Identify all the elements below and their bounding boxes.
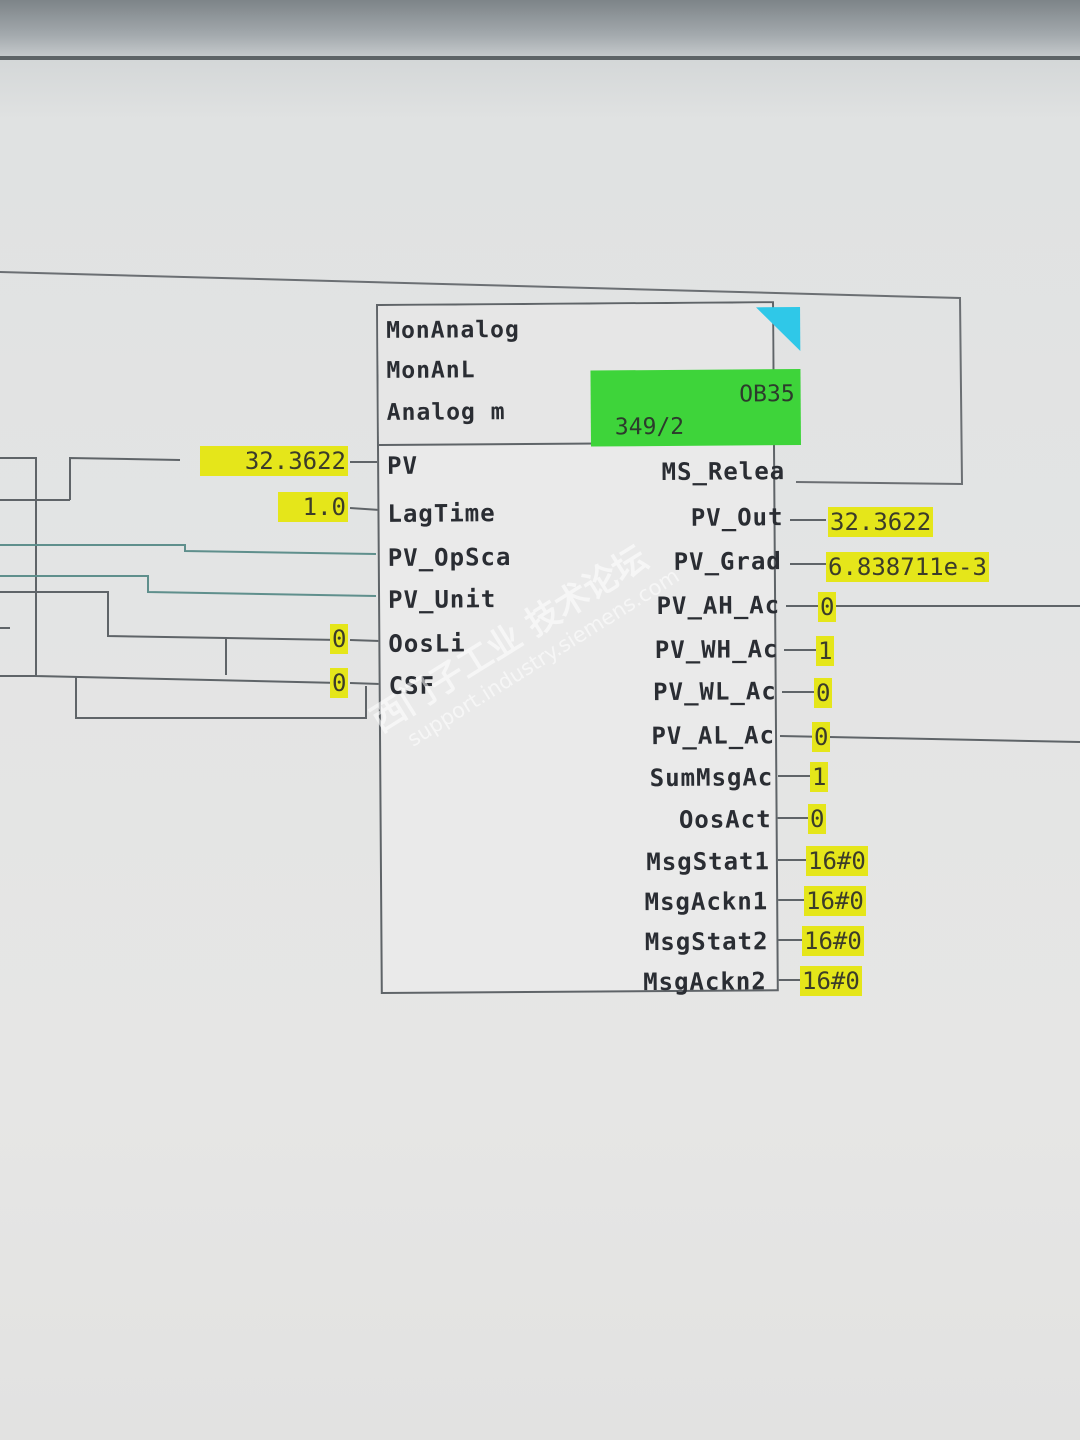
output-value-pv-out[interactable]: 32.3622	[828, 507, 933, 537]
output-pin-pv-wl-ac[interactable]: PV_WL_Ac	[653, 677, 777, 706]
output-value-pv-ah-ac[interactable]: 0	[818, 592, 836, 622]
input-value-pv[interactable]: 32.3622	[200, 446, 348, 476]
block-comment: Analog m	[387, 399, 506, 426]
block-header[interactable]: MonAnalog MonAnL Analog m OB35 349/2	[378, 303, 773, 446]
output-value-summsgac[interactable]: 1	[810, 762, 828, 792]
output-pin-pv-ah-ac[interactable]: PV_AH_Ac	[656, 591, 780, 620]
output-value-msgackn1[interactable]: 16#0	[804, 886, 866, 916]
output-pin-pv-out[interactable]: PV_Out	[691, 503, 784, 532]
output-pin-oosact[interactable]: OosAct	[679, 805, 772, 834]
output-pin-pv-al-ac[interactable]: PV_AL_Ac	[651, 721, 775, 750]
run-sequence-ob: OB35	[739, 381, 795, 407]
wire-opsca	[0, 545, 376, 554]
output-pin-pv-wh-ac[interactable]: PV_WH_Ac	[655, 635, 779, 664]
run-sequence-position: 349/2	[615, 414, 684, 440]
output-value-pv-grad[interactable]: 6.838711e-3	[826, 552, 989, 582]
output-value-msgstat2[interactable]: 16#0	[802, 926, 864, 956]
output-value-pv-al-ac[interactable]: 0	[812, 722, 830, 752]
output-pin-ms-relea[interactable]: MS_Relea	[661, 457, 785, 486]
output-value-msgstat1[interactable]: 16#0	[806, 846, 868, 876]
input-pin-pv-opsca[interactable]: PV_OpSca	[388, 543, 512, 572]
input-value-csf[interactable]: 0	[330, 668, 348, 698]
run-sequence-box: OB35 349/2	[590, 369, 801, 446]
input-pin-pv[interactable]: PV	[387, 452, 418, 480]
corner-marker-icon	[756, 307, 800, 351]
output-pin-msgackn1[interactable]: MsgAckn1	[644, 887, 768, 916]
input-value-lagtime[interactable]: 1.0	[278, 492, 348, 522]
output-pin-msgstat2[interactable]: MsgStat2	[645, 927, 769, 956]
output-value-msgackn2[interactable]: 16#0	[800, 966, 862, 996]
input-pin-pv-unit[interactable]: PV_Unit	[388, 585, 496, 614]
input-pin-lagtime[interactable]: LagTime	[387, 499, 495, 528]
output-value-pv-wh-ac[interactable]: 1	[816, 636, 834, 666]
output-value-oosact[interactable]: 0	[808, 804, 826, 834]
output-pin-summsgac[interactable]: SumMsgAc	[650, 763, 774, 792]
output-pin-pv-grad[interactable]: PV_Grad	[674, 547, 782, 576]
wire-c	[0, 592, 226, 675]
output-pin-msgackn2[interactable]: MsgAckn2	[643, 967, 767, 996]
output-value-pv-wl-ac[interactable]: 0	[814, 678, 832, 708]
wire-ooslinks	[226, 638, 340, 640]
input-value-ooslinks[interactable]: 0	[330, 624, 348, 654]
block-instance-name: MonAnL	[386, 357, 475, 384]
wire-pv-2	[70, 458, 180, 500]
block-type-name: MonAnalog	[386, 317, 520, 344]
output-pin-msgstat1[interactable]: MsgStat1	[646, 847, 770, 876]
